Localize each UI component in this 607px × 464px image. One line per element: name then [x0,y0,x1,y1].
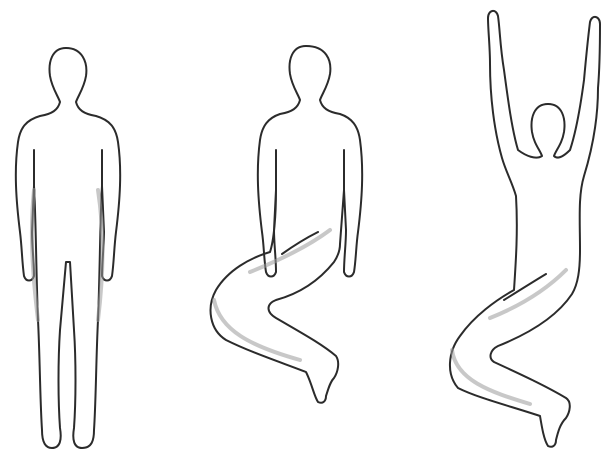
arms-raised-figure-icon [450,11,600,447]
bent-knee-figure-icon [211,46,363,403]
standing-figure-icon [16,48,120,448]
